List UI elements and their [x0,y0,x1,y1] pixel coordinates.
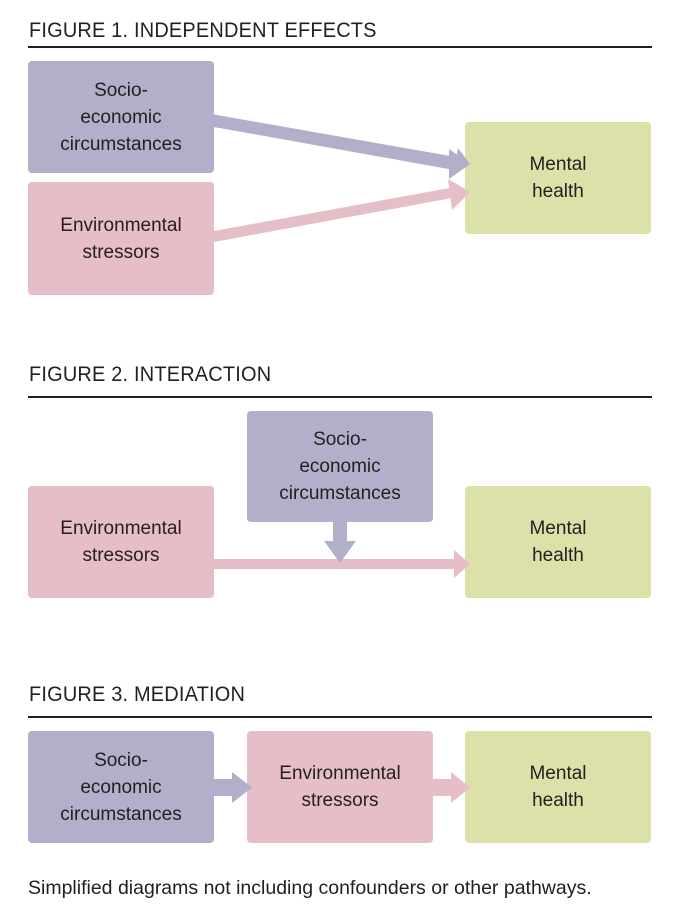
fig2-socioeconomic-box: Socio- economic circumstances [247,411,433,522]
fig1-environmental-label: Environmental stressors [60,214,182,263]
fig3-mental-health-box: Mental health [465,731,651,843]
figure-1-rule [28,46,652,48]
fig2-arrow-environmental-to-mental-health [214,550,470,578]
fig1-mental-health-label: Mental health [529,154,587,202]
figure-2-rule [28,396,652,398]
caption: Simplified diagrams not including confou… [28,877,592,899]
fig3-environmental-label: Environmental stressors [279,763,401,811]
figure-3-title: FIGURE 3. MEDIATION [29,683,246,706]
fig2-environmental-box: Environmental stressors [28,486,214,598]
fig1-arrow-socioeconomic-to-mental-health [214,114,470,179]
fig1-environmental-box: Environmental stressors [28,182,214,295]
fig2-mental-health-box: Mental health [465,486,651,598]
fig2-mental-health-label: Mental health [529,518,587,566]
fig1-mental-health-box: Mental health [465,122,651,234]
fig1-socioeconomic-box: Socio- economic circumstances [28,61,214,173]
fig2-environmental-label: Environmental stressors [60,518,182,566]
fig2-socioeconomic-label: Socio- economic circumstances [279,429,401,504]
fig3-socioeconomic-label: Socio- economic circumstances [60,749,182,825]
figure-3-rule [28,716,652,718]
fig3-socioeconomic-box: Socio- economic circumstances [28,731,214,843]
fig3-environmental-box: Environmental stressors [247,731,433,843]
fig3-mental-health-label: Mental health [529,763,587,811]
figure-2-title: FIGURE 2. INTERACTION [29,363,272,386]
fig1-socioeconomic-label: Socio- economic circumstances [60,79,182,155]
figure-1-title: FIGURE 1. INDEPENDENT EFFECTS [29,19,377,42]
fig2-arrow-socioeconomic-moderator [324,522,356,563]
fig1-arrow-environmental-to-mental-health [214,179,470,242]
